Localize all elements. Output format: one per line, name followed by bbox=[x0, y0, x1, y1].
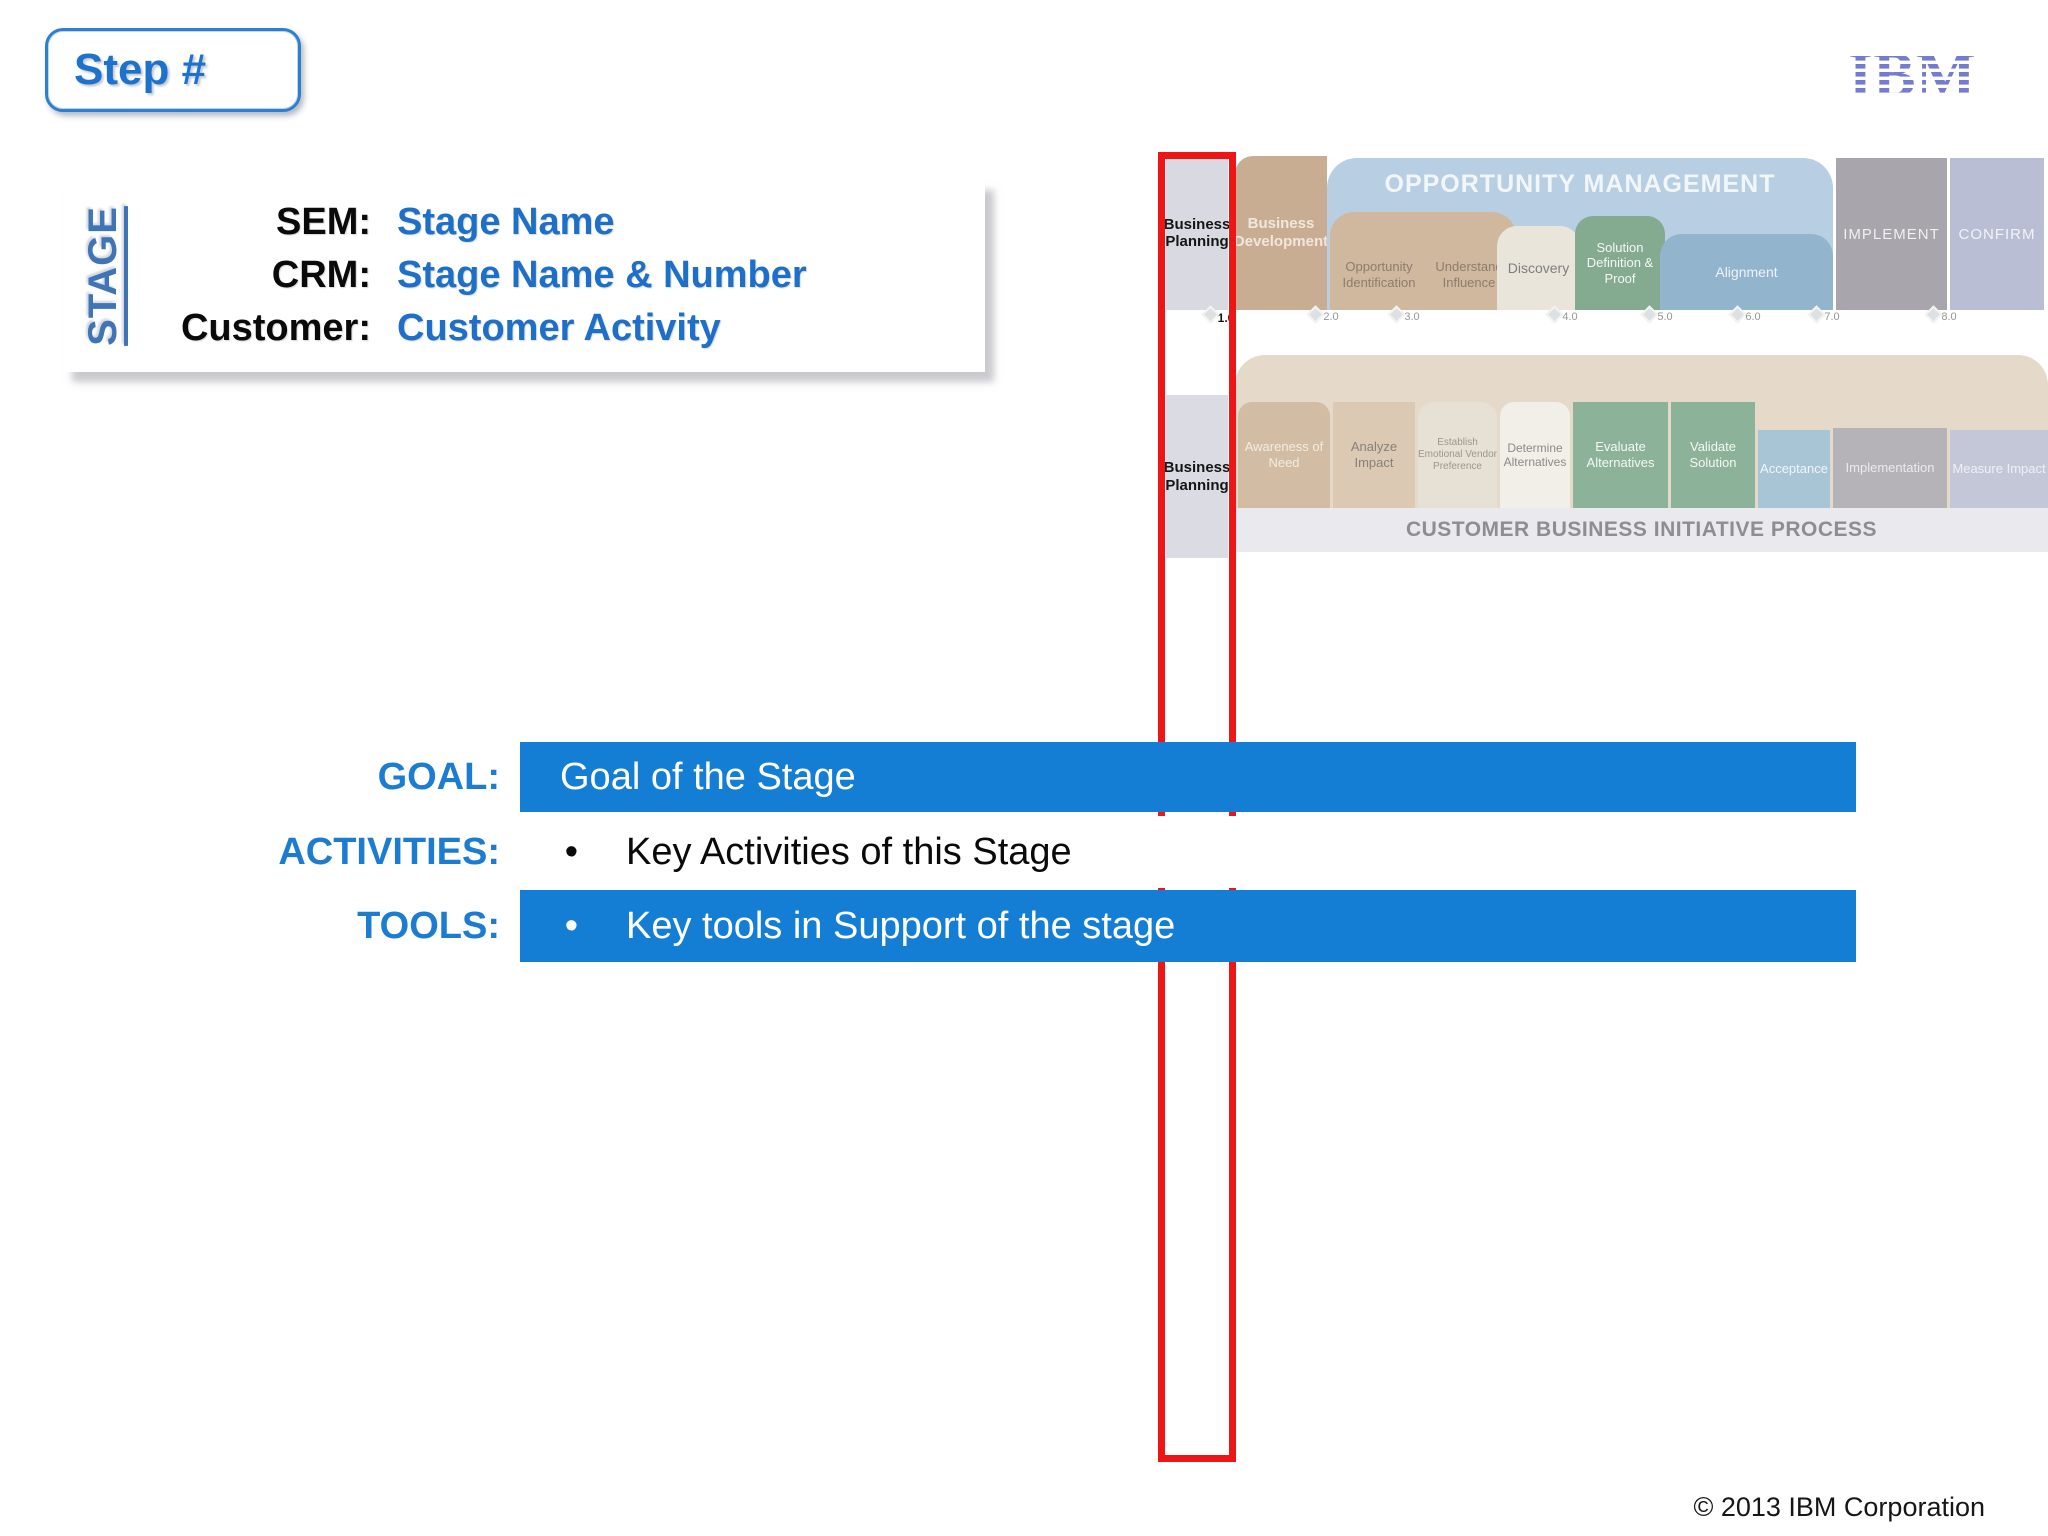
diagram-stage-determine-alternatives: Determine Alternatives bbox=[1500, 402, 1570, 508]
diagram-business-planning-top: Business Planning bbox=[1164, 156, 1230, 310]
stage-row-label: Customer: bbox=[180, 307, 371, 349]
diagram-stage-opportunity-identification: Opportunity Identification bbox=[1342, 259, 1416, 290]
process-diagram-thumbnail: Business Planning Business Development O… bbox=[1160, 150, 2048, 562]
tools-text: Key tools in Support of the stage bbox=[626, 905, 1176, 947]
diagram-business-planning-bottom: Business Planning bbox=[1164, 395, 1230, 558]
stage-row-value: Customer Activity bbox=[397, 307, 721, 349]
milestone-3: 3.0 bbox=[1387, 305, 1434, 324]
diagram-stage-solution-definition-proof: Solution Definition & Proof bbox=[1575, 216, 1665, 310]
diagram-stage-establish-emotional-vendor-preference: Establish Emotional Vendor Preference bbox=[1418, 402, 1497, 508]
diagram-opportunity-management-title: OPPORTUNITY MANAGEMENT bbox=[1384, 170, 1776, 198]
diagram-tan-substage-band bbox=[1330, 212, 1516, 310]
goal-label: GOAL: bbox=[377, 756, 500, 798]
stage-row-customer: Customer: Customer Activity bbox=[133, 302, 971, 355]
diagram-implement-column: IMPLEMENT bbox=[1836, 158, 1947, 310]
diagram-stage-discovery: Discovery bbox=[1497, 226, 1580, 310]
bullet-icon: • bbox=[564, 831, 578, 873]
milestone-6: 6.0 bbox=[1728, 305, 1775, 324]
diagram-stage-analyze-impact: Analyze Impact bbox=[1333, 402, 1415, 508]
step-number-label: Step # bbox=[74, 45, 207, 94]
stage-row-crm: CRM: Stage Name & Number bbox=[133, 249, 971, 302]
activities-text: Key Activities of this Stage bbox=[626, 831, 1072, 873]
stage-row-label: CRM: bbox=[271, 254, 371, 296]
diagram-stage-understand-influence: Understand Influence bbox=[1435, 259, 1503, 290]
diagram-stage-measure-impact: Measure Impact bbox=[1950, 430, 2048, 508]
diagram-caption: CUSTOMER BUSINESS INITIATIVE PROCESS bbox=[1235, 508, 2048, 552]
ibm-logo-icon: IBM bbox=[1848, 39, 1994, 111]
milestone-5: 5.0 bbox=[1640, 305, 1687, 324]
diagram-confirm-column: CONFIRM bbox=[1950, 158, 2044, 310]
milestone-8: 8.0 bbox=[1924, 305, 1971, 324]
diagram-stage-validate-solution: Validate Solution bbox=[1671, 402, 1755, 508]
svg-text:IBM: IBM bbox=[1848, 40, 1976, 106]
diagram-stage-evaluate-alternatives: Evaluate Alternatives bbox=[1573, 402, 1668, 508]
milestone-2: 2.0 bbox=[1306, 305, 1353, 324]
diagram-stage-alignment: Alignment bbox=[1660, 234, 1833, 310]
goal-bar: Goal of the Stage bbox=[520, 742, 1856, 812]
diagram-business-development: Business Development bbox=[1234, 156, 1328, 310]
step-number-box: Step # bbox=[45, 28, 301, 112]
stage-side-label: STAGE bbox=[81, 206, 125, 346]
milestone-4: 4.0 bbox=[1545, 305, 1592, 324]
copyright-text: © 2013 IBM Corporation bbox=[1693, 1492, 1985, 1522]
stage-row-value: Stage Name & Number bbox=[397, 254, 807, 296]
tools-label: TOOLS: bbox=[357, 905, 500, 947]
activities-row: • Key Activities of this Stage bbox=[520, 816, 1856, 888]
goal-text: Goal of the Stage bbox=[560, 756, 856, 798]
diagram-stage-awareness-of-need: Awareness of Need bbox=[1238, 402, 1330, 508]
diagram-stage-acceptance: Acceptance bbox=[1758, 430, 1830, 508]
stage-rows: SEM: Stage Name CRM: Stage Name & Number C… bbox=[133, 196, 971, 355]
milestone-7: 7.0 bbox=[1807, 305, 1854, 324]
stage-row-sem: SEM: Stage Name bbox=[133, 196, 971, 249]
bullet-icon: • bbox=[564, 905, 578, 947]
stage-definition-card: STAGE SEM: Stage Name CRM: Stage Name & Nu… bbox=[63, 180, 985, 372]
tools-bar: • Key tools in Support of the stage bbox=[520, 890, 1856, 962]
stage-row-label: SEM: bbox=[276, 201, 371, 243]
stage-row-value: Stage Name bbox=[397, 201, 615, 243]
diagram-stage-implementation: Implementation bbox=[1833, 428, 1947, 508]
activities-label: ACTIVITIES: bbox=[278, 831, 500, 873]
